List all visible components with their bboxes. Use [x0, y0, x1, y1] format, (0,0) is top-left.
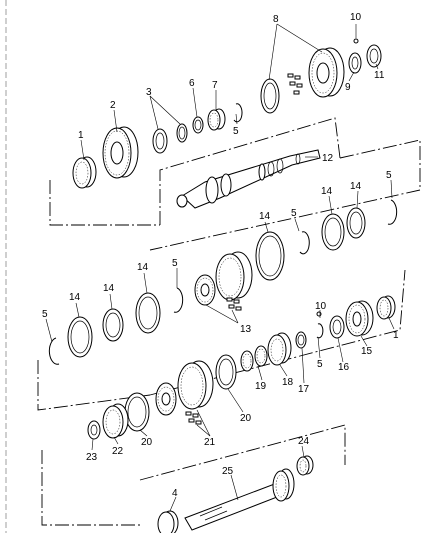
callout-1: 1: [393, 330, 399, 341]
bearing-part-1: [72, 156, 97, 189]
callout-17: 17: [298, 384, 310, 395]
main-shaft-part-12: [176, 149, 321, 209]
washer-part-17: [295, 331, 307, 349]
callout-4: 4: [172, 488, 178, 499]
phantom-outline-middle-right: [149, 269, 406, 396]
washer-part-16: [329, 315, 345, 339]
ring-part-3b: [176, 123, 188, 143]
synchronizer-ring-part-8a: [260, 78, 280, 114]
ball-part-10-lower: [316, 311, 322, 317]
phantom-outline-upper-left: [49, 180, 160, 226]
synchronizer-sleeve-part-13: [215, 251, 253, 301]
callout-14: 14: [350, 181, 362, 192]
synchro-ring-part-14-a: [346, 207, 366, 239]
callout-20: 20: [240, 413, 252, 424]
callout-9: 9: [345, 82, 351, 93]
callout-5: 5: [172, 258, 178, 269]
callout-10: 10: [315, 301, 327, 312]
snap-ring-part-5-center: [173, 287, 184, 313]
callout-21: 21: [204, 437, 216, 448]
snap-ring-part-5-middle: [299, 231, 310, 255]
gear-part-2: [102, 126, 139, 179]
washer-part-6: [192, 116, 204, 134]
bearing-part-11: [366, 44, 382, 68]
callout-18: 18: [282, 377, 294, 388]
ball-part-10-upper: [353, 38, 359, 44]
output-shaft-part-25: [184, 468, 295, 531]
section-middle-gears: [37, 199, 406, 411]
snap-ring-part-5-right: [387, 199, 398, 225]
callout-5: 5: [317, 359, 323, 370]
callout-12: 12: [322, 153, 334, 164]
callout-2: 2: [110, 100, 116, 111]
callout-7: 7: [212, 80, 218, 91]
callout-25: 25: [222, 466, 234, 477]
synchronizer-keys-part-13: [226, 297, 242, 311]
ring-part-3a: [152, 128, 168, 154]
needle-bearing-part-19: [240, 345, 268, 372]
bearing-part-24: [296, 455, 314, 476]
leader-lines: [45, 23, 395, 512]
gear-part-15: [345, 300, 374, 337]
callout-13: 13: [240, 324, 252, 335]
callout-10: 10: [350, 12, 362, 23]
callout-6: 6: [189, 78, 195, 89]
callout-5: 5: [291, 208, 297, 219]
phantom-outline-middle-left: [37, 360, 151, 411]
callout-23: 23: [86, 452, 98, 463]
bearing-part-1-right: [376, 295, 396, 320]
callout-1: 1: [78, 130, 84, 141]
callout-5: 5: [233, 126, 239, 137]
snap-ring-part-5-left: [48, 337, 60, 365]
synchro-ring-part-20-b: [124, 392, 150, 432]
synchro-ring-part-14-d: [135, 292, 161, 334]
section-upper-shaft: [49, 38, 421, 251]
callout-14: 14: [103, 283, 115, 294]
synchronizer-hub-part-8b: [308, 47, 345, 98]
bearing-part-7: [207, 108, 226, 131]
synchronizer-hub-part-21: [155, 382, 177, 416]
gear-part-18: [267, 332, 292, 366]
phantom-outline-lower-left: [41, 450, 140, 526]
snap-ring-part-5-small: [316, 323, 324, 339]
synchronizer-hub-part-13: [194, 274, 216, 306]
synchro-ring-part-14-b: [321, 213, 345, 251]
section-lower-shaft: [41, 360, 346, 533]
callout-11: 11: [374, 70, 385, 81]
snap-ring-part-5-upper: [233, 103, 243, 123]
callout-5: 5: [386, 170, 392, 181]
synchronizer-sleeve-part-21: [177, 360, 214, 410]
callout-19: 19: [255, 381, 267, 392]
callout-22: 22: [112, 446, 124, 457]
gear-part-22: [102, 403, 129, 439]
washer-part-9: [348, 52, 362, 74]
callout-5: 5: [42, 309, 48, 320]
callout-14: 14: [259, 211, 271, 222]
synchro-ring-part-20-a: [215, 354, 237, 390]
phantom-outline-upper-mid: [159, 117, 341, 225]
synchronizer-keys-part-8: [287, 73, 303, 95]
callout-20: 20: [141, 437, 153, 448]
synchro-ring-part-14-e: [102, 308, 124, 342]
phantom-outline-upper-right: [149, 139, 421, 251]
callout-14: 14: [321, 186, 333, 197]
synchro-ring-part-14-f: [67, 316, 93, 358]
callout-labels: 1 2 3 6 7 5 8 9 10 11 12 5 14 14 14 5 14…: [42, 12, 399, 499]
synchronizer-keys-part-21: [185, 411, 202, 425]
callout-14: 14: [137, 262, 149, 273]
bearing-part-4: [157, 510, 179, 533]
synchro-ring-part-14-c: [255, 231, 285, 281]
callout-15: 15: [361, 346, 373, 357]
phantom-outline-lower-right: [139, 424, 346, 481]
callout-3: 3: [146, 87, 152, 98]
callout-8: 8: [273, 14, 279, 25]
callout-24: 24: [298, 436, 310, 447]
callout-14: 14: [69, 292, 81, 303]
callout-16: 16: [338, 362, 350, 373]
bearing-part-23: [87, 420, 101, 440]
